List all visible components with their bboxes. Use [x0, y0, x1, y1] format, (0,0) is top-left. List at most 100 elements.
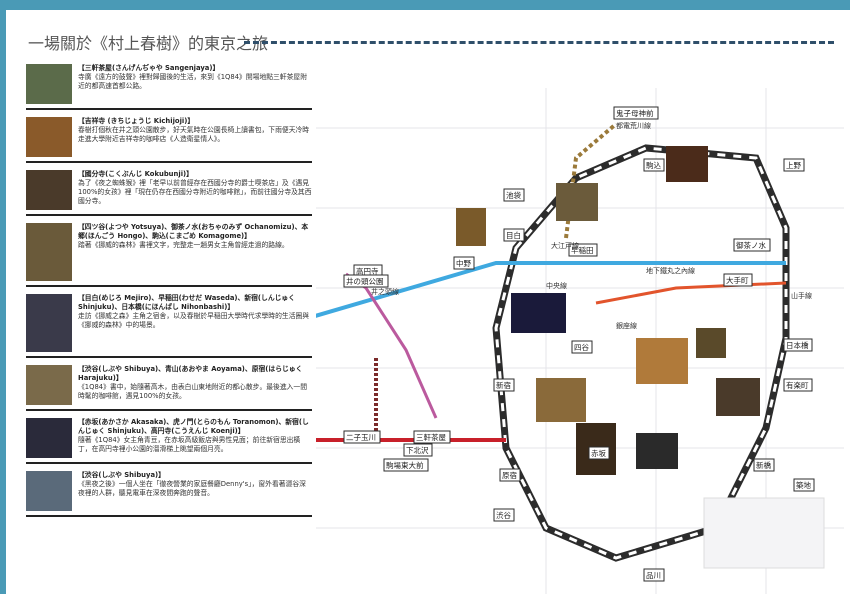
station-label: 日本橋: [786, 340, 809, 350]
station-label: 鬼子母神前: [616, 108, 654, 118]
station-marker: [383, 458, 429, 472]
toden-arakawa-line: [564, 122, 618, 239]
route-entry: 【目白(めじろ Mejiro)、早稲田(わせだ Waseda)、新宿(しんじゅく…: [26, 292, 312, 358]
photo-shinjuku: [456, 208, 486, 246]
station-marker: [568, 243, 598, 257]
photo-komagome: [556, 183, 598, 221]
route-entry: 【吉祥寺 (きちじょうじ Kichijoji)】春樹打個秋在井之頭公園散步，好天…: [26, 115, 312, 163]
station-marker: [783, 378, 813, 392]
station-marker: [343, 274, 389, 288]
station-marker: [453, 256, 475, 270]
map-legend: [703, 497, 825, 569]
route-entry: 【渋谷(しぶや Shibuya)、青山(あおやま Aoyama)、原宿(はらじゅ…: [26, 363, 312, 411]
station-marker: [783, 158, 805, 172]
station-marker: [643, 568, 665, 582]
station-label: 渋谷: [496, 510, 511, 520]
route-title: 【吉祥寺 (きちじょうじ Kichijoji)】: [78, 117, 195, 125]
route-body: 【國分寺(こくぶんじ Kokubunji)】為了《夜之蜘蛛猴》裡「老早以前曾經存…: [78, 170, 312, 206]
station-marker: [403, 443, 433, 457]
station-marker: [723, 273, 753, 287]
line-label: 大江戸線: [551, 241, 579, 250]
station-label: 目白: [506, 230, 521, 240]
station-label: 三軒茶屋: [416, 432, 446, 442]
route-entry: 【三軒茶屋(さんげんぢゃや Sangenjaya)】寺廣《遠方的鼓聲》裡對歸國後…: [26, 62, 312, 110]
yamanote-line: [492, 144, 790, 562]
line-label: 井之頭線: [371, 287, 399, 296]
station-marker: [733, 238, 771, 252]
route-title: 【三軒茶屋(さんげんぢゃや Sangenjaya)】: [78, 64, 220, 72]
route-thumbnail: [26, 223, 72, 281]
route-description: 走訪《挪威之森》主角之宿舍，以及春樹於早稲田大學時代求學時的生活圈與《挪威的森林…: [78, 312, 310, 329]
route-body: 【吉祥寺 (きちじょうじ Kichijoji)】春樹打個秋在井之頭公園散步，好天…: [78, 117, 312, 144]
station-marker: [343, 430, 381, 444]
line-label: 都電荒川線: [616, 121, 651, 130]
station-label: 駒場東大前: [386, 460, 424, 470]
station-marker: [588, 446, 610, 460]
station-label: 原宿: [502, 470, 517, 480]
station-label: 中野: [456, 258, 471, 268]
route-entry: 【四ツ谷(よつや Yotsuya)、御茶ノ水(おちゃのみず Ochanomizu…: [26, 221, 312, 287]
route-title: 【國分寺(こくぶんじ Kokubunji)】: [78, 170, 193, 178]
line-label: 地下鐵丸之內線: [646, 266, 695, 275]
route-thumbnail: [26, 117, 72, 157]
station-label: 早稲田: [571, 245, 594, 255]
station-label: 品川: [646, 571, 661, 580]
station-marker: [493, 378, 515, 392]
station-label: 四谷: [574, 343, 589, 352]
route-body: 【渋谷(しぶや Shibuya)、青山(あおやま Aoyama)、原宿(はらじゅ…: [78, 365, 312, 401]
station-label: 有楽町: [786, 380, 809, 390]
photo-roppongi: [696, 328, 726, 358]
route-description: 春樹打個秋在井之頭公園散步，好天氣時在公園長椅上讀書包，下雨便天冷時走進大學附近…: [78, 126, 310, 143]
route-thumbnail: [26, 418, 72, 458]
route-thumbnail: [26, 170, 72, 210]
route-description: 踏著《挪威的森林》書裡文字，完整走一趟男女主角曾經走過的路線。: [78, 241, 289, 249]
route-body: 【赤坂(あかさか Akasaka)、虎ノ門(とらのもん Toranomon)、新…: [78, 418, 312, 454]
photo-neon: [511, 293, 566, 333]
photo-aoyama: [536, 378, 586, 422]
route-body: 【三軒茶屋(さんげんぢゃや Sangenjaya)】寺廣《遠方的鼓聲》裡對歸國後…: [78, 64, 312, 91]
route-entry: 【赤坂(あかさか Akasaka)、虎ノ門(とらのもん Toranomon)、新…: [26, 416, 312, 464]
route-thumbnail: [26, 365, 72, 405]
station-marker: [571, 340, 593, 354]
route-title: 【渋谷(しぶや Shibuya)】: [78, 471, 165, 479]
route-body: 【渋谷(しぶや Shibuya)】《黑夜之後》一個人坐在「徹夜營業的家庭餐廳De…: [78, 471, 312, 498]
station-marker: [753, 458, 775, 472]
route-body: 【目白(めじろ Mejiro)、早稲田(わせだ Waseda)、新宿(しんじゅく…: [78, 294, 312, 330]
station-label: 御茶ノ水: [736, 240, 766, 250]
route-entry: 【渋谷(しぶや Shibuya)】《黑夜之後》一個人坐在「徹夜營業的家庭餐廳De…: [26, 469, 312, 517]
station-marker: [503, 188, 525, 202]
page-title: 一場關於《村上春樹》的東京之旅: [28, 34, 269, 53]
route-title: 【四ツ谷(よつや Yotsuya)、御茶ノ水(おちゃのみず Ochanomizu…: [78, 223, 309, 240]
station-marker: [783, 338, 813, 352]
route-title: 【赤坂(あかさか Akasaka)、虎ノ門(とらのもん Toranomon)、新…: [78, 418, 309, 435]
station-marker: [643, 158, 665, 172]
station-label: 上野: [786, 161, 801, 170]
station-marker: [793, 478, 815, 492]
route-thumbnail: [26, 471, 72, 511]
station-marker: [493, 508, 515, 522]
route-description: 寺廣《遠方的鼓聲》裡對歸國後的生活，來到《1Q84》開場地點三軒茶屋附近的都高速…: [78, 73, 308, 90]
line-label: 山手線: [791, 291, 812, 300]
station-label: 築地: [796, 480, 811, 490]
station-label: 下北沢: [406, 446, 429, 455]
station-marker: [613, 106, 659, 120]
station-marker: [499, 468, 521, 482]
station-marker: [503, 228, 525, 242]
station-label: 新宿: [496, 380, 511, 390]
station-label: 赤坂: [591, 448, 606, 458]
station-label: 井の頭公園: [346, 276, 384, 286]
route-title: 【目白(めじろ Mejiro)、早稲田(わせだ Waseda)、新宿(しんじゅく…: [78, 294, 296, 311]
station-label: 二子玉川: [346, 433, 376, 442]
station-label: 大手町: [726, 275, 749, 285]
chuo-line: [316, 261, 786, 318]
title-divider: [244, 41, 834, 44]
photo-shinbashi: [716, 378, 760, 416]
photo-akasaka: [636, 338, 688, 384]
station-label: 高円寺: [356, 266, 379, 276]
route-title: 【渋谷(しぶや Shibuya)、青山(あおやま Aoyama)、原宿(はらじゅ…: [78, 365, 303, 382]
route-description: 為了《夜之蜘蛛猴》裡「老早以前曾經存在西國分寺的爵士喫茶店」及《遇見100%的女…: [78, 179, 312, 205]
route-list: 【三軒茶屋(さんげんぢゃや Sangenjaya)】寺廣《遠方的鼓聲》裡對歸國後…: [26, 62, 312, 522]
station-label: 駒込: [646, 160, 661, 170]
line-label: 銀座線: [616, 321, 637, 330]
